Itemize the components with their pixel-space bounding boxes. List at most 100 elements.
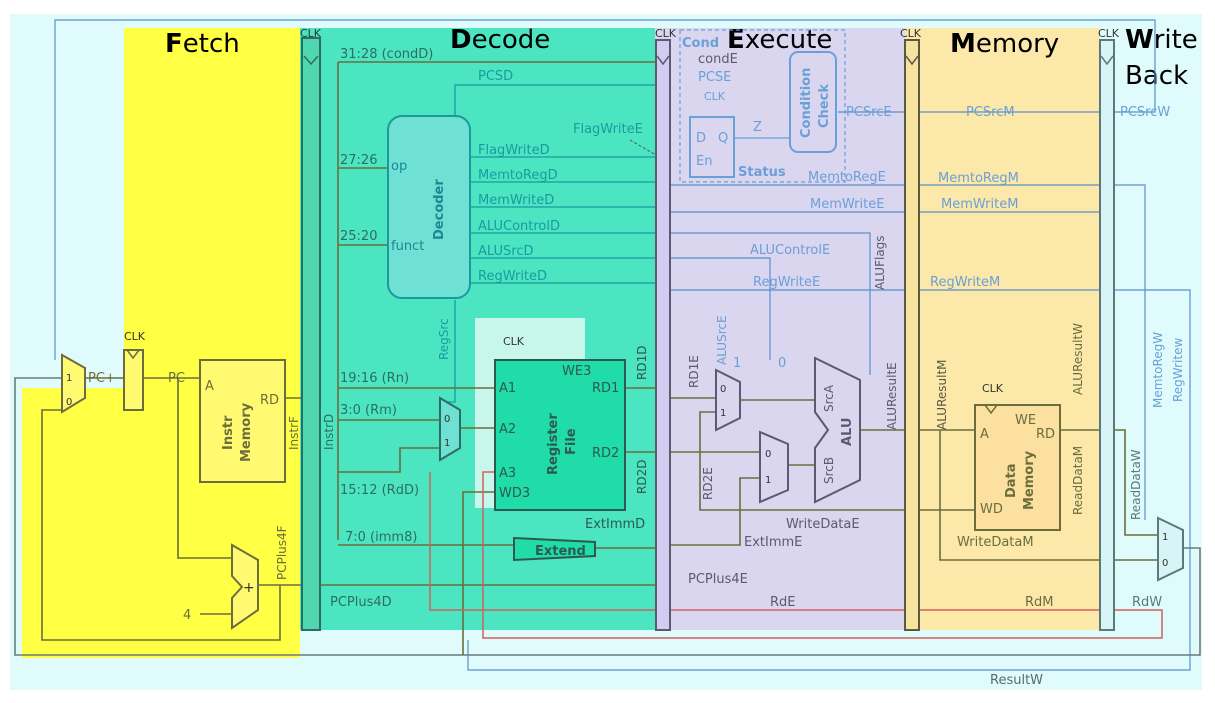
rd1e-label: RD1E — [687, 355, 701, 388]
clk-label-regfile: CLK — [503, 335, 525, 348]
fetch-decode-register — [301, 37, 321, 631]
rde-label: RdE — [770, 595, 796, 610]
alusrc-mux — [759, 430, 789, 504]
memwrited-label: MemWriteD — [478, 193, 554, 208]
rn-label: 19:16 (Rn) — [340, 371, 409, 386]
fwd-a-mux-1: 1 — [720, 408, 726, 419]
alusrc-1-label: 1 — [733, 356, 741, 371]
status-en: En — [696, 154, 712, 169]
extimmd-label: ExtImmD — [585, 517, 645, 532]
readdatam-label: ReadDataM — [1071, 446, 1085, 515]
execute-memory-register — [904, 39, 920, 631]
regfile-label-2: File — [564, 428, 579, 455]
rdm-label: RdM — [1025, 595, 1054, 610]
instr-mem-port-a: A — [205, 379, 214, 394]
writeback-stage-title: Write — [1125, 25, 1198, 55]
decoder-label: Decoder — [432, 179, 447, 240]
decode-execute-register — [655, 39, 671, 631]
const-four: 4 — [183, 608, 191, 623]
datamem-label-1: Data — [1004, 463, 1019, 498]
pc-adder — [231, 543, 259, 630]
instrf-label: InstrF — [287, 416, 301, 450]
pipeline-registers — [123, 37, 1115, 631]
rm-label: 3:0 (Rm) — [340, 403, 397, 418]
rd-wires — [429, 471, 1163, 639]
datamem-port-a: A — [980, 427, 989, 442]
clk-label-de: CLK — [655, 27, 677, 40]
pcse-label: PCSE — [698, 70, 731, 85]
aluresulte-label: ALUResultE — [885, 362, 899, 430]
pc-label: PC — [168, 371, 185, 386]
extend-block — [513, 536, 596, 562]
writeback-stage-title-line2: Back — [1125, 61, 1188, 91]
rdd-label: 15:12 (RdD) — [340, 483, 419, 498]
result-mux — [1157, 516, 1184, 582]
clk-label-em: CLK — [900, 27, 922, 40]
regwrited-label: RegWriteD — [478, 269, 547, 284]
regfile-wd3: WD3 — [499, 486, 530, 501]
rd2e-label: RD2E — [701, 467, 715, 500]
alusrc-mux-1: 1 — [765, 475, 771, 486]
aluresultw-label: ALUResultW — [1071, 323, 1085, 395]
alu-label: ALU — [840, 418, 855, 446]
pc-mux-0: 0 — [66, 397, 72, 408]
pc-mux-1: 1 — [66, 373, 72, 384]
register-file — [494, 359, 626, 511]
decoder-op-port: op — [391, 159, 407, 174]
datamem-we: WE — [1015, 413, 1036, 428]
pcsrcm-label: PCSrcM — [966, 105, 1015, 120]
datamem-label-2: Memory — [1022, 450, 1037, 510]
memwritem-label: MemWriteM — [941, 197, 1018, 212]
regsrc-mux-0: 0 — [444, 414, 450, 425]
writedatae-label: WriteDataE — [786, 517, 860, 532]
datamem-wd: WD — [980, 502, 1003, 517]
regfile-a1: A1 — [499, 381, 516, 396]
condition-check-block — [789, 51, 837, 153]
clk-label-status: CLK — [704, 90, 726, 103]
instruction-memory — [199, 359, 286, 483]
regwritee-label: RegWriteE — [753, 275, 820, 290]
pcplus4d-label: PCPlus4D — [330, 595, 392, 610]
memtoregd-label: MemtoRegD — [478, 168, 558, 183]
flagwritee-label: FlagWriteE — [573, 122, 643, 137]
regfile-rd2: RD2 — [592, 446, 619, 461]
pcplus4e-label: PCPlus4E — [688, 572, 748, 587]
forward-a-mux — [715, 368, 741, 432]
pcplus4f-label: PCPlus4F — [275, 525, 289, 580]
data-memory — [974, 404, 1061, 531]
regsrc-mux-1: 1 — [444, 438, 450, 449]
memtoregw-label: MemtoRegW — [1151, 332, 1165, 408]
regfile-a3: A3 — [499, 466, 516, 481]
aluresultm-label: ALUResultM — [935, 359, 949, 430]
op-bits-label: 27:26 — [340, 153, 377, 168]
clk-label-fd: CLK — [300, 27, 322, 40]
rdw-label: RdW — [1132, 595, 1162, 610]
status-register — [689, 116, 735, 178]
alu-srca-label: SrcA — [822, 384, 836, 412]
regfile-we3: WE3 — [562, 364, 591, 379]
result-mux-0: 0 — [1162, 558, 1168, 569]
status-d: D — [696, 131, 706, 146]
memory-stage-title: Memory — [950, 29, 1059, 59]
pcsd-label: PCSD — [478, 69, 513, 84]
status-q: Q — [718, 131, 728, 146]
alusrce-label: ALUSrcE — [715, 315, 729, 365]
funct-bits-label: 25:20 — [340, 229, 377, 244]
datapath-wires — [14, 61, 1201, 656]
pc-register — [123, 349, 144, 411]
extimme-label: ExtImmE — [744, 535, 802, 550]
regwritew-label: RegWritew — [1171, 338, 1185, 402]
resultw-label: ResultW — [990, 673, 1043, 688]
clk-label-mw: CLK — [1098, 27, 1120, 40]
instr-mem-port-rd: RD — [260, 393, 279, 408]
memtoregm-label: MemtoRegM — [938, 171, 1019, 186]
flagwrited-label: FlagWriteD — [478, 143, 550, 158]
memwritee-label: MemWriteE — [810, 197, 884, 212]
condcheck-label-2: Check — [817, 84, 832, 128]
pc-plus-label: PC+ — [88, 371, 116, 386]
alucontrold-label: ALUControlD — [478, 219, 560, 234]
execute-control-wires — [54, 19, 1191, 671]
regsrc-mux — [439, 396, 461, 462]
alusrc-mux-0: 0 — [765, 449, 771, 460]
